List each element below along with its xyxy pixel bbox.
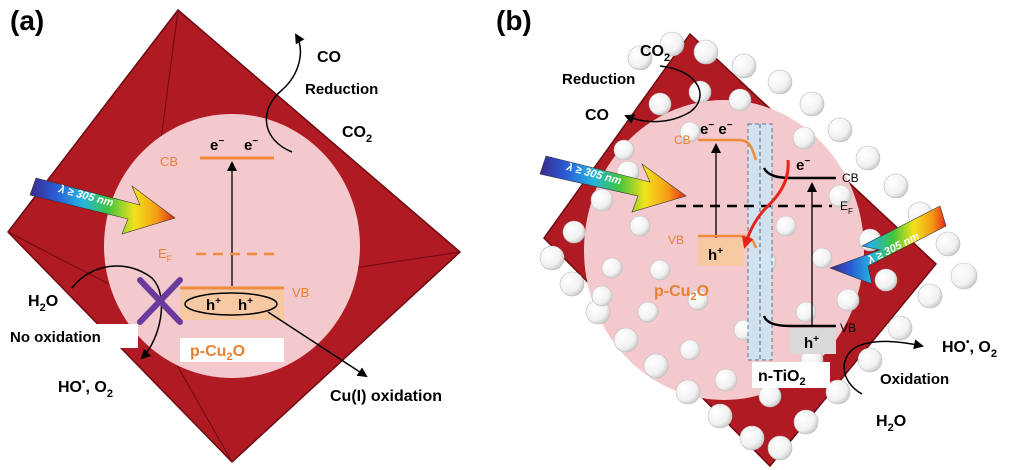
cb-label: CB [160, 154, 178, 169]
radical-products-label: HO•, O2 [58, 377, 113, 400]
fermi-label: EF [840, 199, 853, 216]
co2-reactant-label: CO2 [640, 43, 670, 64]
tio2-hole-region [790, 328, 836, 354]
cu2o-hole-region [698, 238, 744, 266]
tio2-conduction-band [762, 167, 836, 180]
fermi-label: EF [158, 246, 173, 264]
electron-label: e− [210, 136, 224, 154]
vb-label: VB [292, 285, 309, 300]
co-product-label: CO [585, 107, 609, 124]
tio2-hole-label: h+ [804, 334, 819, 352]
cu2o-hole-label: h+ [708, 246, 723, 264]
n-tio2-label: n-TiO2 [758, 368, 806, 388]
electron-transfer-arrow [741, 159, 790, 249]
cu2o-vb-label: VB [668, 233, 684, 247]
reduction-arrow [624, 65, 701, 124]
blocked-cross-icon [137, 277, 183, 325]
tio2-vb-label: VB [840, 321, 856, 335]
holes-ellipse [184, 292, 278, 316]
radical-products-label: HO•, O2 [942, 337, 997, 360]
no-oxidation-box [4, 324, 138, 348]
cu2o-electrons-label: e− e− [700, 120, 733, 138]
material-label-box [180, 338, 284, 362]
cu2o-cb-label: CB [674, 133, 691, 147]
p-cu2o-label: p-Cu2O [654, 283, 709, 303]
hole-label: h+ [238, 296, 253, 314]
co2-reactant-label: CO2 [342, 124, 372, 145]
tio2-label-box [752, 362, 830, 388]
cu-oxidation-label: Cu(I) oxidation [330, 388, 442, 405]
co-product-label: CO [317, 49, 341, 66]
tio2-cb-label: CB [842, 171, 859, 185]
p-cu2o-label: p-Cu2O [190, 343, 245, 363]
reduction-label: Reduction [305, 81, 378, 98]
h2o-label: H2O [876, 413, 906, 434]
cu-oxidation-arrow [267, 311, 368, 378]
light-arrow-left: λ ≥ 305 nm [539, 155, 687, 213]
oxidation-arrow [843, 339, 924, 395]
reduction-arrow [265, 33, 305, 153]
panel-b: (b) C [496, 5, 997, 468]
tio2-electron-label: e− [796, 156, 810, 174]
hole-label: h+ [206, 296, 221, 314]
cu2o-conduction-band [698, 138, 758, 161]
panel-b-label: (b) [496, 5, 532, 36]
panel-a: (a) λ ≥ 305 nm CO Reduction CO2 CB e− e−… [4, 5, 462, 464]
h2o-label: H2O [28, 293, 58, 314]
panel-a-label: (a) [10, 5, 44, 36]
reduction-label: Reduction [562, 71, 635, 88]
no-oxidation-label: No oxidation [10, 329, 101, 346]
tio2-valence-band [762, 315, 836, 328]
electron-label: e− [244, 136, 258, 154]
water-oxidation-arrow [71, 265, 163, 360]
oxidation-label: Oxidation [880, 371, 949, 388]
